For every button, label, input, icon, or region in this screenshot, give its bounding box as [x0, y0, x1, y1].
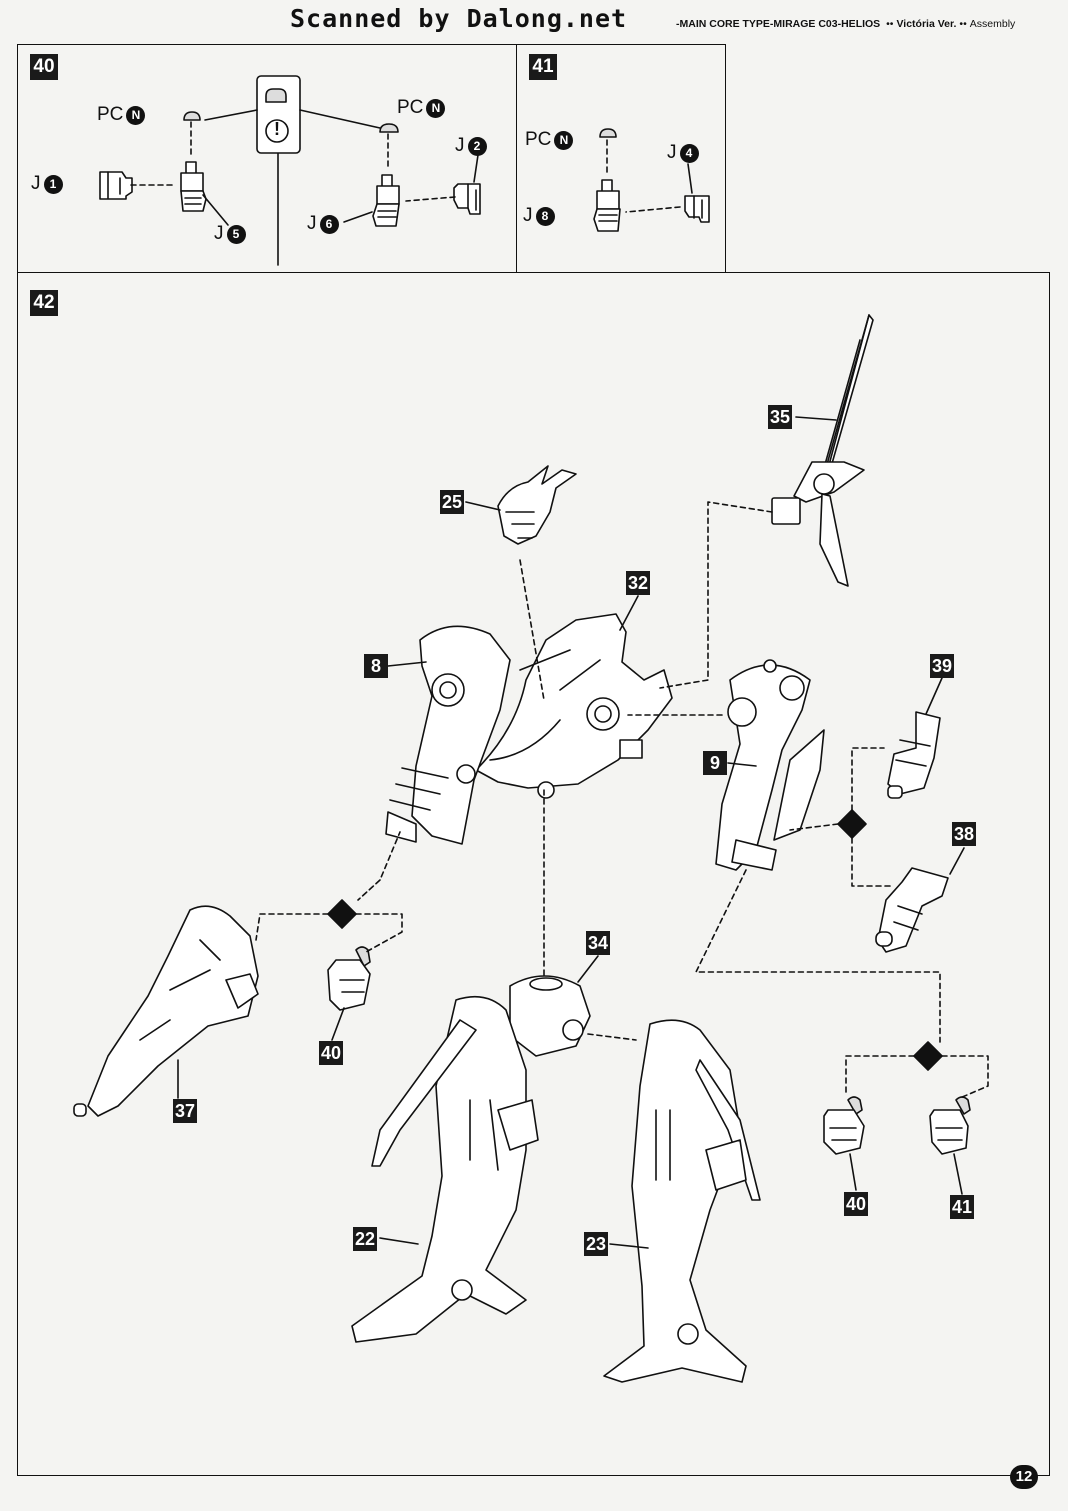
code-2-icon: 2 — [467, 136, 487, 156]
core-body-part-32 — [475, 613, 673, 799]
page-number: 12 — [1010, 1465, 1038, 1489]
step-number-40: 40 — [30, 54, 58, 80]
wing-binder-part-35 — [771, 314, 874, 587]
weapon-part-39 — [887, 711, 941, 799]
caution-callout — [204, 75, 381, 154]
callout-part-25: 25 — [440, 490, 464, 514]
hand-part-right-icon — [372, 174, 400, 227]
callout-part-9: 9 — [703, 751, 727, 775]
callout-part-23: 23 — [584, 1232, 608, 1256]
hips-part-34 — [509, 975, 591, 1057]
edition-name: Victória Ver. — [896, 18, 957, 30]
hand-part-left-icon — [180, 161, 207, 212]
j5-leader — [202, 194, 229, 226]
joint-option-diamond-icon — [327, 809, 943, 1071]
j4-leader — [687, 163, 693, 194]
pc-cap-right-icon — [379, 123, 399, 133]
code-4-icon: 4 — [679, 143, 699, 163]
model-name: C03-HELIOS — [818, 18, 881, 30]
scan-credit: Scanned by Dalong.net — [290, 4, 628, 33]
header-info: -MAIN CORE TYPE-MIRAGE C03-HELIOS ••Vict… — [676, 18, 1015, 30]
code-n-icon: N — [554, 130, 574, 150]
step-number-42: 42 — [30, 290, 58, 316]
code-5-icon: 5 — [226, 224, 246, 244]
callout-part-34: 34 — [586, 931, 610, 955]
code-6-icon: 6 — [319, 214, 339, 234]
hand-part-40-right — [823, 1096, 865, 1155]
section-name: Assembly — [969, 18, 1016, 30]
leg-left-part-22 — [351, 995, 539, 1343]
rifle-part-37 — [73, 905, 259, 1117]
callout-part-8: 8 — [364, 654, 388, 678]
callout-part-35: 35 — [768, 405, 792, 429]
joint-piece-j2-icon — [453, 183, 481, 215]
code-1-icon: 1 — [43, 174, 63, 194]
head-part-25 — [497, 465, 577, 545]
pc-cap-left-icon — [183, 111, 201, 121]
code-8-icon: 8 — [535, 206, 555, 226]
weapon-part-38 — [875, 867, 949, 953]
step-42-guides — [255, 501, 989, 1099]
j2-leader — [473, 154, 479, 183]
hand-part-step41-icon — [593, 179, 621, 232]
callout-part-41: 41 — [950, 1195, 974, 1219]
joint-piece-j1-icon — [99, 171, 133, 200]
caution-exclamation-icon: ! — [274, 119, 280, 139]
arm-left-part-8 — [385, 625, 511, 845]
code-n-icon: N — [426, 98, 446, 118]
step-41-guides — [606, 139, 681, 213]
step-42-panel — [17, 272, 1050, 1476]
joint-piece-j4-icon — [684, 195, 710, 223]
hand-part-41-right — [929, 1096, 971, 1155]
callout-part-40-right: 40 — [844, 1192, 868, 1216]
dot-separator-icon: •• — [886, 18, 894, 30]
callout-part-39: 39 — [930, 654, 954, 678]
dot-separator-icon: •• — [959, 18, 967, 30]
callout-part-22: 22 — [353, 1227, 377, 1251]
pc-cap-step41-icon — [599, 128, 617, 138]
j6-leader — [343, 211, 373, 223]
callout-leaders — [177, 416, 965, 1249]
step-40-guides — [130, 121, 456, 202]
arm-right-part-9 — [715, 659, 825, 871]
hand-part-40-left — [327, 946, 371, 1011]
leg-right-part-23 — [603, 1019, 761, 1383]
callout-part-38: 38 — [952, 822, 976, 846]
callout-part-32: 32 — [626, 571, 650, 595]
callout-part-40-left: 40 — [319, 1041, 343, 1065]
callout-part-37: 37 — [173, 1099, 197, 1123]
series-title: -MAIN CORE TYPE-MIRAGE — [676, 18, 816, 30]
step-number-41: 41 — [529, 54, 557, 80]
code-n-icon: N — [126, 105, 146, 125]
